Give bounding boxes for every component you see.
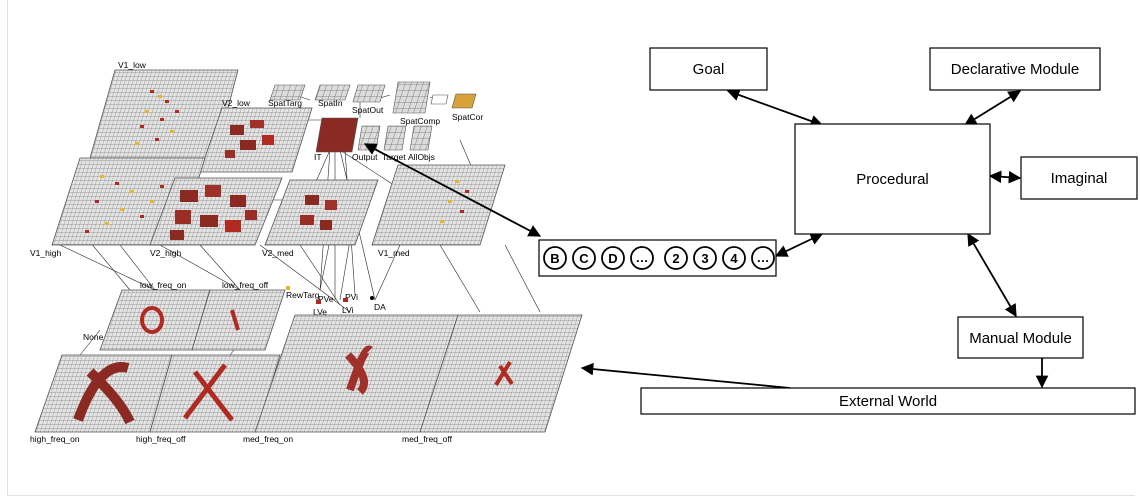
symbol-circle xyxy=(693,246,717,270)
label-spat-targ: SpatTarg xyxy=(268,98,302,108)
architecture-diagram: Goal Declarative Module Procedural Imagi… xyxy=(363,47,1138,415)
symbol-label: 2 xyxy=(672,251,679,266)
symbol-label: 3 xyxy=(701,251,708,266)
v2-high-units xyxy=(170,185,257,240)
arrow-procedural-imaginal xyxy=(988,170,1022,184)
label-pvi: PVi xyxy=(345,292,358,302)
label-low-freq-off: low_freq_off xyxy=(222,280,269,290)
arrow-procedural-manual xyxy=(967,232,1017,318)
module-external-world xyxy=(640,387,1136,415)
label-v1-high: V1_high xyxy=(30,248,61,258)
node-rew-targ xyxy=(286,286,290,290)
module-procedural xyxy=(794,123,991,235)
label-med-freq-on: med_freq_on xyxy=(243,434,293,444)
frame-left-border xyxy=(7,0,8,496)
v1-high-units xyxy=(85,175,164,233)
label-spat-out: SpatOut xyxy=(352,105,384,115)
label-goal: Goal xyxy=(693,61,725,78)
layer-low-freq-off xyxy=(191,289,286,351)
layer-spat-targ xyxy=(269,84,306,101)
network-figure: V1_low V2_low SpatTarg SpatIn SpatOut Sp… xyxy=(30,60,583,444)
v2-med-units xyxy=(300,195,337,230)
layer-v2-med xyxy=(264,179,379,246)
layer-spat-in xyxy=(314,84,351,101)
layer-allobjs xyxy=(409,125,433,151)
module-declarative xyxy=(929,47,1101,91)
label-da: DA xyxy=(374,302,386,312)
label-imaginal: Imaginal xyxy=(1051,170,1108,187)
spat-comp-output xyxy=(430,94,449,105)
symbol-circle xyxy=(543,246,567,270)
low-freq-on-shape xyxy=(140,306,164,334)
symbol-label: C xyxy=(579,251,589,266)
label-it: IT xyxy=(314,152,322,162)
label-target: Target xyxy=(382,152,406,162)
symbol-circle xyxy=(664,246,688,270)
symbol-label: 4 xyxy=(730,251,738,266)
symbol-circle xyxy=(572,246,596,270)
label-lvi: LVi xyxy=(342,305,354,315)
label-rew-targ: RewTarg xyxy=(286,290,320,300)
symbol-circle xyxy=(601,246,625,270)
layer-v1-med xyxy=(371,164,506,246)
low-freq-off-shape xyxy=(230,309,240,331)
layer-spat-out xyxy=(352,84,386,103)
module-goal xyxy=(649,47,768,91)
label-pve: PVe xyxy=(318,294,334,304)
label-spat-comp: SpatComp xyxy=(400,116,440,126)
layer-high-freq-on xyxy=(34,354,173,433)
symbol-label: … xyxy=(636,250,649,265)
node-lve xyxy=(316,300,321,304)
label-high-freq-on: high_freq_on xyxy=(30,434,80,444)
layer-low-freq-on xyxy=(99,289,211,351)
symbol-circle xyxy=(751,246,775,270)
layer-it xyxy=(315,117,359,153)
node-da xyxy=(370,296,374,300)
label-output: Output xyxy=(352,152,378,162)
symbol-label: … xyxy=(757,250,770,265)
label-spat-cor: SpatCor xyxy=(452,112,483,122)
label-v2-high: V2_high xyxy=(150,248,181,258)
symbol-circle xyxy=(722,246,746,270)
arrow-goal-procedural xyxy=(726,88,824,128)
label-external-world: External World xyxy=(839,393,937,410)
layer-target xyxy=(383,125,407,151)
arrow-declarative-procedural xyxy=(963,90,1022,126)
label-allobjs: AllObjs xyxy=(408,152,435,162)
arrow-symbols-it xyxy=(363,143,542,237)
v2-low-units xyxy=(225,120,274,158)
high-freq-off-shape xyxy=(183,363,234,422)
module-imaginal xyxy=(1020,156,1138,200)
high-freq-on-shape xyxy=(73,362,135,425)
arrow-external-network xyxy=(580,362,791,389)
med-freq-on-shape xyxy=(345,345,373,395)
label-v1-low: V1_low xyxy=(118,60,147,70)
label-med-freq-off: med_freq_off xyxy=(402,434,453,444)
label-v1-med: V1_med xyxy=(378,248,410,258)
arrow-procedural-symbols xyxy=(774,233,824,257)
label-low-freq-on: low_freq_on xyxy=(140,280,187,290)
label-none: None xyxy=(83,332,104,342)
label-v2-med: V2_med xyxy=(262,248,294,258)
label-v2-low: V2_low xyxy=(222,98,251,108)
v1-low-units xyxy=(135,90,179,145)
frame-bottom-border xyxy=(7,495,1135,496)
label-spat-in: SpatIn xyxy=(318,98,343,108)
label-lve: LVe xyxy=(313,307,327,317)
node-lvi xyxy=(343,298,348,302)
symbol-list: B C D … 2 3 4 … xyxy=(543,246,775,270)
module-manual xyxy=(957,316,1084,359)
symbol-circle xyxy=(630,246,654,270)
symbol-label: D xyxy=(608,251,617,266)
symbol-label: B xyxy=(550,251,559,266)
label-high-freq-off: high_freq_off xyxy=(136,434,186,444)
med-freq-off-shape xyxy=(494,360,514,387)
label-procedural: Procedural xyxy=(856,171,929,188)
label-declarative: Declarative Module xyxy=(951,61,1079,78)
label-manual: Manual Module xyxy=(969,330,1072,347)
layer-spat-cor xyxy=(451,93,477,109)
layer-spat-comp xyxy=(392,81,431,114)
